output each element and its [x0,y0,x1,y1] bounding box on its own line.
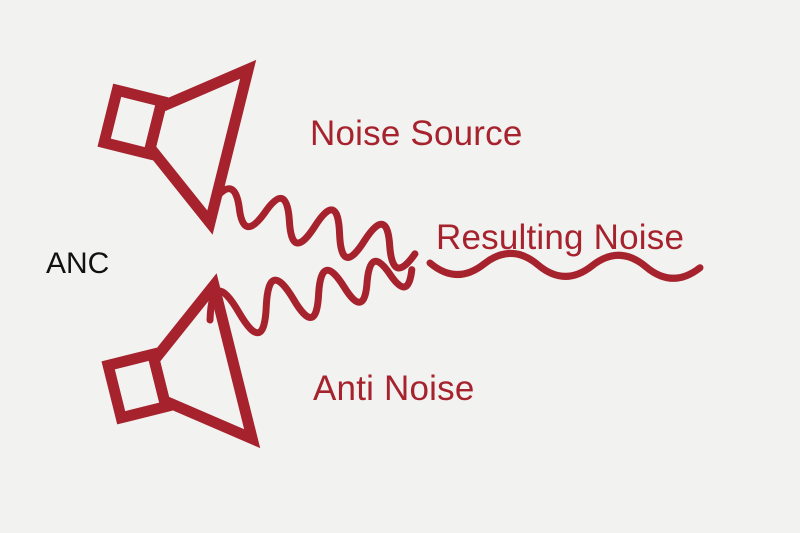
speaker-cone [148,273,261,449]
speaker-cone [144,59,257,235]
anti-noise-wave [206,257,416,337]
anc-label: ANC [46,247,110,280]
top-speaker-icon [97,59,257,235]
bottom-speaker-icon [101,273,261,449]
noise-source-wave [210,185,419,272]
noise-source-label: Noise Source [310,114,523,153]
resulting-noise-label: Resulting Noise [436,218,685,257]
anti-noise-label: Anti Noise [313,369,475,408]
resulting-noise-wave [426,249,704,282]
